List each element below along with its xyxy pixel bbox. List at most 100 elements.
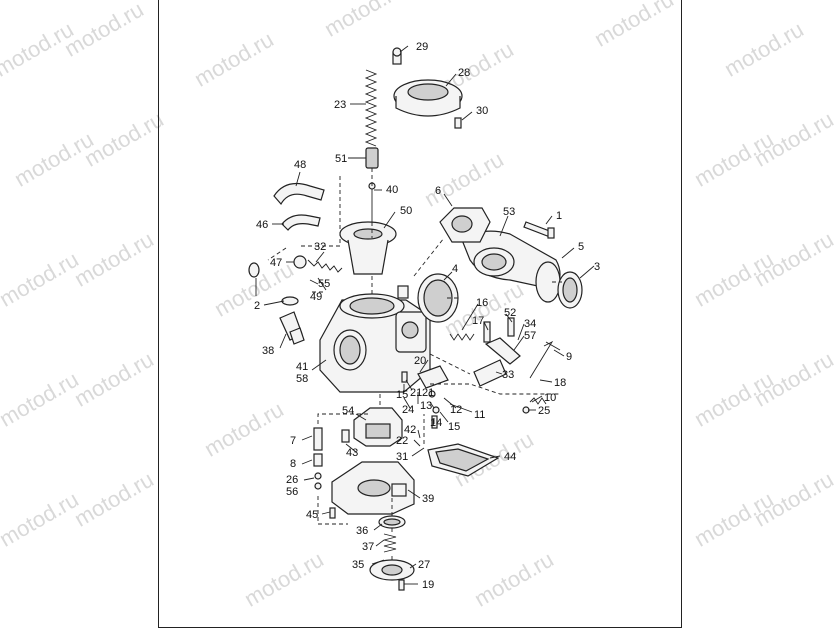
callout-22: 22 [396,435,408,447]
o-ring-4 [417,273,459,323]
callout-44: 44 [504,451,516,463]
callout-20: 20 [414,355,426,367]
callout-43: 43 [346,447,358,459]
callout-51: 51 [335,153,347,165]
callout-52: 52 [504,307,516,319]
callout-46: 46 [256,219,268,231]
throttle-lever [484,317,521,365]
pump-cover [369,559,415,581]
callout-28: 28 [458,67,470,79]
pump-cover-screw [398,579,405,591]
vent-hose-lower [281,214,321,231]
cover-screw-small [454,117,462,129]
callout-45: 45 [306,509,318,521]
float-bowl [331,461,415,515]
callout-23: 23 [334,99,346,111]
callout-34: 34 [524,318,536,330]
callout-31: 31 [396,451,408,463]
callout-1: 1 [556,210,562,222]
callout-8: 8 [290,458,296,470]
cover-screw [392,47,402,65]
callout-48: 48 [294,159,306,171]
vacuum-spring [364,69,378,147]
callout-39: 39 [422,493,434,505]
jet-needle [368,182,376,222]
float-chamber-gasket [427,443,500,477]
callout-56: 56 [286,486,298,498]
callout-14: 14 [430,417,442,429]
callout-26: 26 [286,474,298,486]
air-intake-manifold [461,230,561,303]
callout-53: 53 [503,206,515,218]
callout-49: 49 [310,291,322,303]
screw-21 [401,371,408,383]
throttle-rod [529,340,561,379]
intake-flange-gasket [439,207,491,243]
callout-15b: 15 [448,421,460,433]
vacuum-chamber-cover [393,79,463,117]
callout-3: 3 [594,261,600,273]
callout-21b: 21 [422,387,434,399]
callout-30: 30 [476,105,488,117]
mounting-bolt [523,221,555,239]
callout-50: 50 [400,205,412,217]
callout-4: 4 [452,263,458,275]
callout-32: 32 [314,241,326,253]
callout-33: 33 [502,369,514,381]
float-needle [341,429,350,443]
assembly-lines [267,168,562,560]
callout-16: 16 [476,297,488,309]
callout-2: 2 [254,300,260,312]
carburetor-body [319,285,431,393]
callout-41: 41 [296,361,308,373]
callout-18: 18 [554,377,566,389]
callout-37: 37 [362,541,374,553]
seal-3 [557,271,583,309]
float-assembly [353,407,403,447]
callout-leaders [255,45,595,585]
callout-24: 24 [402,404,414,416]
throttle-spring [449,333,475,341]
throttle-screw [483,321,491,343]
vacuum-piston-diaphragm [339,221,397,275]
callout-47: 47 [270,257,282,269]
callout-25: 25 [538,405,550,417]
jet-needle-holder [365,147,379,169]
callout-29: 29 [416,41,428,53]
callout-38: 38 [262,345,274,357]
washer-13 [431,406,440,429]
pilot-jet [313,427,323,467]
choke-bracket [417,365,449,398]
callout-54: 54 [342,405,354,417]
callout-19: 19 [422,579,434,591]
accelerator-pump-spring [383,533,397,553]
callout-17: 17 [472,315,484,327]
callout-27: 27 [418,559,430,571]
callout-55: 55 [318,278,330,290]
callout-40: 40 [386,184,398,196]
vent-hose-upper [273,183,325,206]
callout-12: 12 [450,404,462,416]
idle-mixture-screw [293,255,343,273]
callout-11: 11 [474,409,485,421]
callout-36: 36 [356,525,368,537]
callout-35: 35 [352,559,364,571]
callout-58: 58 [296,373,308,385]
diagram-frame [158,0,682,628]
callout-labels: 29 28 23 30 51 48 40 6 50 53 1 46 32 5 4… [254,41,600,591]
callout-5: 5 [578,241,584,253]
linkage-bracket [473,359,507,387]
callout-15a: 15 [396,389,408,401]
fuel-inlet-elbow [279,311,305,345]
bowl-screw [329,507,336,519]
callout-21a: 21 [410,387,422,399]
callout-7: 7 [290,435,296,447]
callout-13: 13 [420,400,432,412]
callout-42: 42 [404,424,416,436]
callout-10: 10 [544,392,556,404]
main-jet-seat [314,472,322,490]
bowl-o-ring [378,515,406,529]
callout-9: 9 [566,351,572,363]
callout-6: 6 [435,185,441,197]
